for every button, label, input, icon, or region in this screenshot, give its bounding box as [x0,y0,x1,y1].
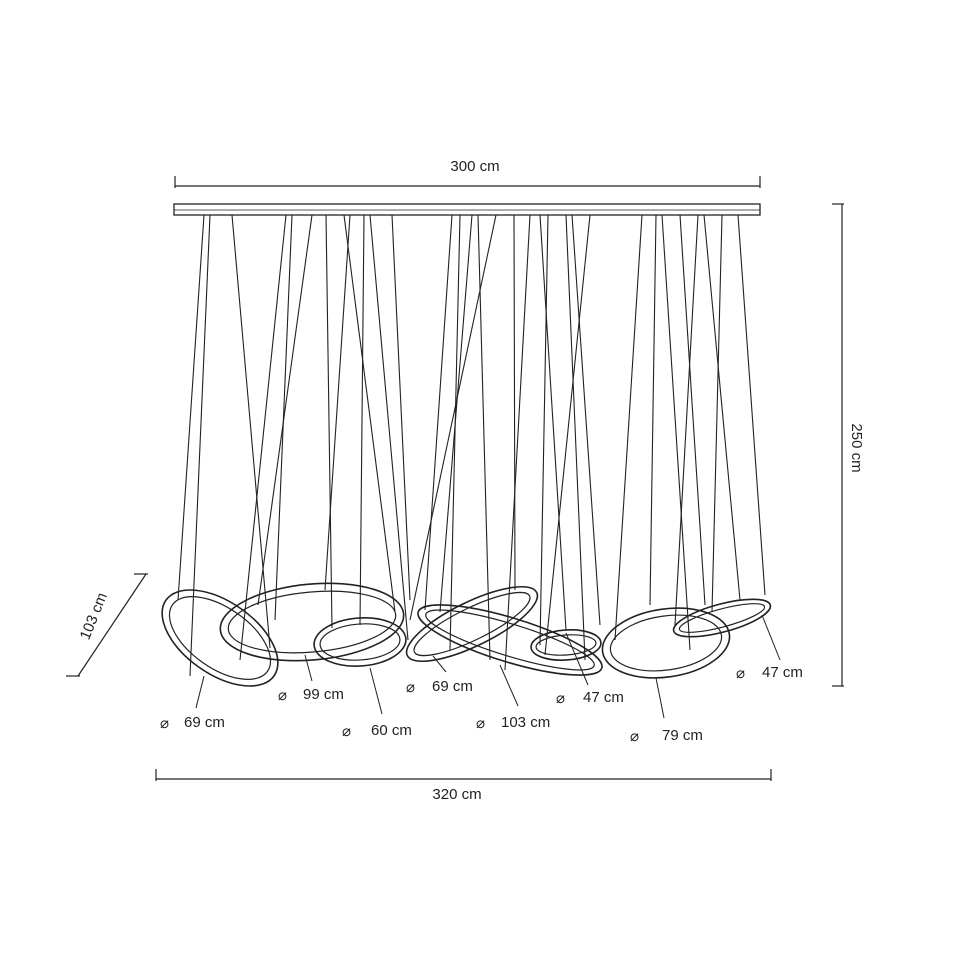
ring-6-shape [530,629,602,661]
ring-6-label: ⌀ 47 cm [556,689,624,707]
diameter-symbol-icon: ⌀ [556,690,565,707]
ring-6-diameter: 47 cm [583,689,624,706]
diameter-symbol-icon: ⌀ [736,665,745,682]
leader-lines [195,614,781,719]
diameter-symbol-icon: ⌀ [342,723,351,740]
ring-7-label: ⌀ 79 cm [630,727,703,745]
total-width-label: 320 cm [432,786,481,803]
diameter-symbol-icon: ⌀ [160,715,169,732]
ring-3-label: ⌀ 60 cm [342,722,412,740]
total-width-dimension: 320 cm [155,769,772,803]
ring-5-shape [417,604,603,676]
ring-8-label: ⌀ 47 cm [736,664,803,682]
ring-8-diameter: 47 cm [762,664,803,681]
ring-8-shape [672,598,772,638]
rings [161,582,772,687]
suspension-wires [177,214,766,677]
ring-2-label: ⌀ 99 cm [278,686,344,704]
diameter-symbol-icon: ⌀ [278,687,287,704]
ring-3-diameter: 60 cm [371,722,412,739]
ring-labels: ⌀ 69 cm ⌀ 99 cm ⌀ 60 cm ⌀ 69 cm ⌀ 103 cm… [160,664,803,745]
canopy-width-dimension: 300 cm [174,158,761,188]
ring-2-diameter: 99 cm [303,686,344,703]
ring-4-shape [405,585,539,663]
ring-1-diameter: 69 cm [184,714,225,731]
diameter-symbol-icon: ⌀ [406,679,415,696]
height-label: 250 cm [848,423,865,472]
ring-5-label: ⌀ 103 cm [476,714,550,732]
ring-7-diameter: 79 cm [662,727,703,744]
canopy [173,203,761,216]
ring-4-diameter: 69 cm [432,678,473,695]
ring-5-diameter: 103 cm [501,714,550,731]
ring-3-shape [313,617,407,667]
canopy-width-label: 300 cm [450,158,499,175]
height-dimension: 250 cm [832,203,865,687]
diameter-symbol-icon: ⌀ [630,728,639,745]
depth-dimension: 103 cm [66,573,148,677]
diameter-symbol-icon: ⌀ [476,715,485,732]
ring-1-label: ⌀ 69 cm [160,714,225,732]
ring-4-label: ⌀ 69 cm [406,678,473,696]
ring-2-shape [219,582,405,662]
ring-7-shape [601,607,731,679]
